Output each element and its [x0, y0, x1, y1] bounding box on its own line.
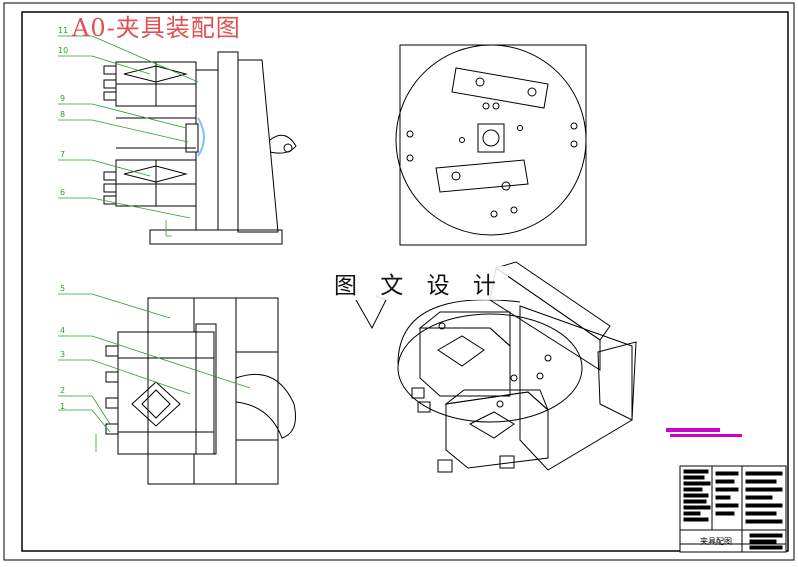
balloon-8: 8 — [60, 110, 66, 119]
outer-border — [3, 2, 795, 561]
drawing-title: A0-夹具装配图 — [72, 14, 241, 42]
balloon-1: 1 — [60, 402, 66, 411]
balloon-4: 4 — [60, 326, 66, 335]
balloon-6: 6 — [60, 188, 66, 197]
isometric-view — [355, 261, 637, 473]
title-block-name: 夹具配图 — [700, 537, 732, 546]
top-view — [395, 44, 587, 246]
balloon-10: 10 — [58, 46, 69, 55]
marker-line-upper — [666, 428, 720, 432]
front-view-leaders — [58, 35, 199, 237]
watermark-text: 图 文 设 计 — [330, 266, 508, 300]
marker-line-lower — [670, 434, 742, 437]
balloon-3: 3 — [60, 350, 66, 359]
balloon-5: 5 — [60, 284, 66, 293]
front-view — [103, 51, 297, 245]
side-view — [105, 297, 296, 485]
balloon-9: 9 — [60, 94, 66, 103]
balloon-2: 2 — [60, 386, 66, 395]
inner-frame — [21, 11, 789, 552]
balloon-11: 11 — [58, 26, 69, 35]
title-block — [679, 465, 787, 553]
side-view-leaders — [58, 293, 251, 452]
balloon-7: 7 — [60, 150, 66, 159]
